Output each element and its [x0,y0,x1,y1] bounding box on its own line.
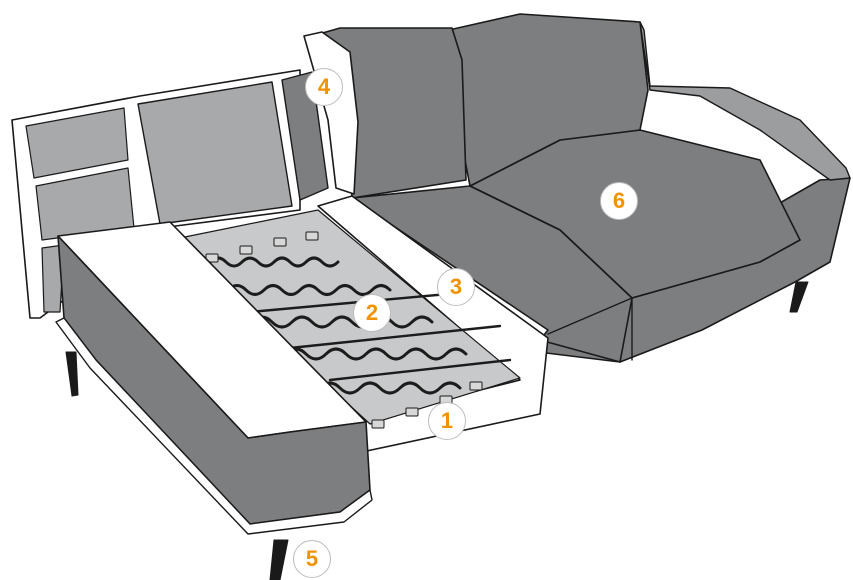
spring-clip [240,246,252,254]
spring-clip [372,420,384,428]
spring-clip [470,382,482,390]
callout-4: 4 [305,68,343,106]
leg-front-center [270,540,288,580]
leg-right [790,282,808,312]
spring-clip [306,232,318,240]
callout-5: 5 [293,540,331,578]
callout-3: 3 [437,268,475,306]
spring-clip [274,238,286,246]
callout-1: 1 [428,402,466,440]
leg-front-left [66,352,78,396]
spring-clip [406,408,418,416]
callout-2: 2 [353,294,391,332]
storage-back-panel [138,82,292,224]
callout-6: 6 [600,182,638,220]
